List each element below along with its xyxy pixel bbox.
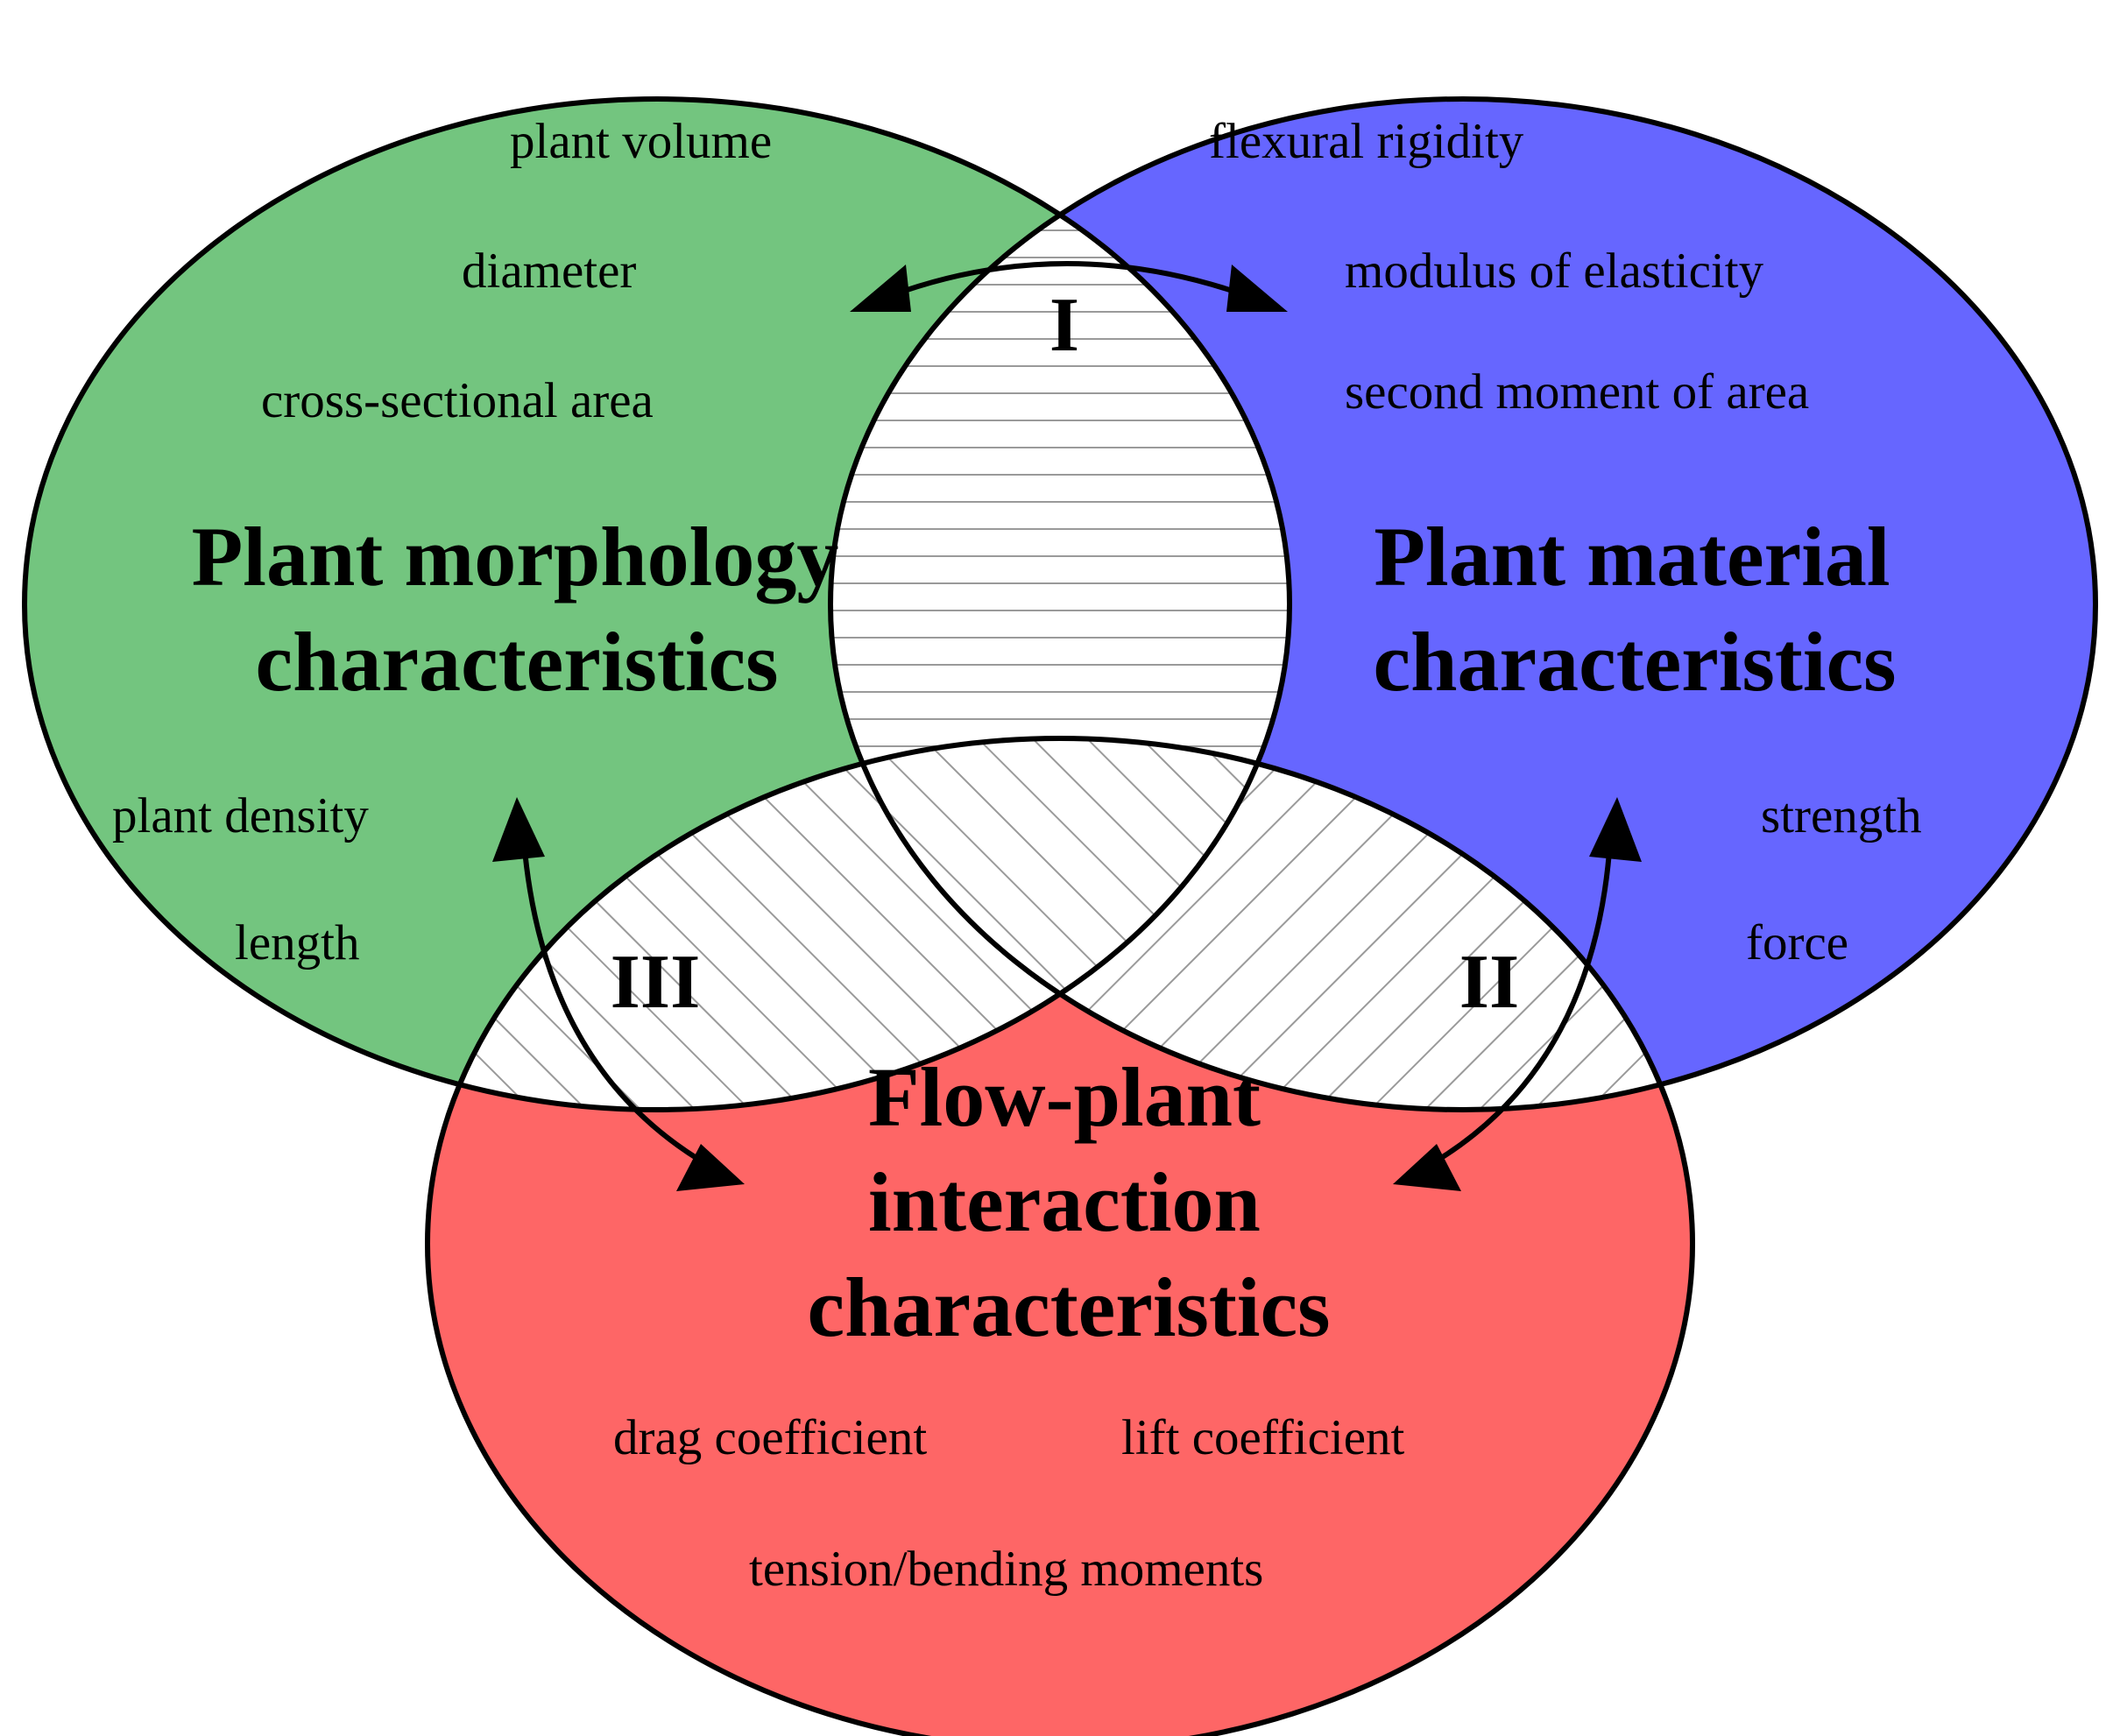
- item-drag-coefficient: drag coefficient: [613, 1410, 927, 1465]
- region-label-three: III: [611, 940, 701, 1025]
- interaction-title-line3: characteristics: [807, 1260, 1330, 1354]
- item-cross-sectional-area: cross-sectional area: [261, 373, 654, 428]
- morphology-title-line2: characteristics: [255, 615, 778, 709]
- item-plant-density: plant density: [112, 788, 369, 843]
- morphology-title-line1: Plant morphology: [192, 510, 839, 603]
- region-label-one: I: [1049, 283, 1079, 368]
- interaction-title-line2: interaction: [868, 1155, 1261, 1249]
- interaction-title-line1: Flow-plant: [868, 1050, 1261, 1144]
- arrow-material-interaction: [1393, 797, 1642, 1191]
- arrow-morphology-interaction: [492, 797, 745, 1191]
- item-diameter: diameter: [462, 243, 636, 299]
- item-plant-volume: plant volume: [510, 114, 772, 169]
- item-tension-bending-moments: tension/bending moments: [749, 1542, 1263, 1597]
- arrow-morphology-material: [850, 261, 1288, 312]
- item-strength: strength: [1761, 788, 1922, 843]
- material-outline: [828, 96, 2098, 1112]
- item-second-moment-of-area: second moment of area: [1345, 364, 1809, 420]
- item-flexural-rigidity: flexural rigidity: [1209, 114, 1524, 169]
- item-lift-coefficient: lift coefficient: [1121, 1410, 1405, 1465]
- item-force: force: [1746, 915, 1848, 970]
- material-title-line1: Plant material: [1374, 510, 1890, 603]
- region-label-two: II: [1459, 940, 1520, 1025]
- item-modulus-of-elasticity: modulus of elasticity: [1345, 243, 1764, 299]
- morphology-outline: [22, 96, 1292, 1112]
- interaction-outline: [425, 736, 1695, 1736]
- region-two-overlap: [830, 738, 1692, 1110]
- item-length: length: [235, 915, 359, 970]
- material-title-line2: characteristics: [1373, 615, 1896, 709]
